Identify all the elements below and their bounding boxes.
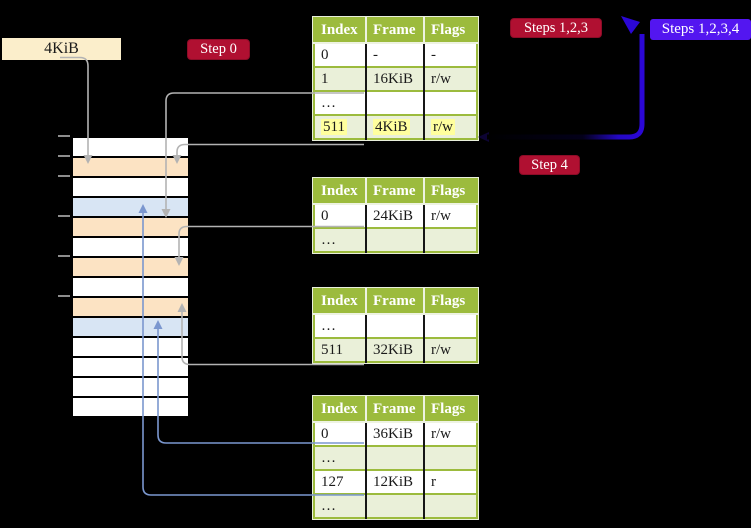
col-flags: Flags (424, 397, 477, 423)
memory-row-white (73, 358, 188, 378)
badge-steps123-label: Steps 1,2,3 (523, 19, 589, 36)
table-row-highlighted: 511 4KiB r/w (314, 114, 477, 139)
table-row: … (314, 227, 477, 252)
col-flags: Flags (424, 18, 477, 44)
table-header-row: Index Frame Flags (314, 289, 477, 315)
badge-steps1234: Steps 1,2,3,4 (650, 19, 751, 40)
frame-size-box: 4KiB (2, 38, 121, 60)
col-index: Index (314, 179, 367, 205)
table-row: … (314, 493, 477, 518)
recursive-arrow (487, 34, 645, 140)
col-frame: Frame (366, 397, 425, 423)
col-flags: Flags (424, 179, 477, 205)
table-header-row: Index Frame Flags (314, 179, 477, 205)
memory-row-white (73, 398, 188, 418)
highlighted-cell: 4KiB (373, 118, 410, 135)
arrowhead-left-icon (478, 132, 489, 142)
memory-row-orange (73, 298, 188, 318)
col-index: Index (314, 289, 367, 315)
badge-steps1234-label: Steps 1,2,3,4 (661, 21, 740, 37)
memory-row-white (73, 378, 188, 398)
memory-row-white (73, 138, 188, 158)
page-table-1: Index Frame Flags 0 - - 1 16KiB r/w … 51… (313, 17, 478, 140)
address-tick (58, 155, 70, 157)
arrowhead-up-left-icon (621, 16, 640, 34)
page-table-2: Index Frame Flags 0 24KiB r/w … (313, 178, 478, 253)
badge-step0: Step 0 (188, 40, 249, 59)
col-frame: Frame (366, 179, 425, 205)
table-row: 511 32KiB r/w (314, 337, 477, 362)
memory-map (71, 136, 190, 418)
badge-step0-label: Step 0 (200, 41, 237, 57)
col-frame: Frame (366, 289, 425, 315)
highlighted-cell: 511 (321, 118, 347, 135)
memory-row-white (73, 278, 188, 298)
col-index: Index (314, 18, 367, 44)
highlighted-cell: r/w (431, 118, 455, 135)
memory-row-blue (73, 198, 188, 218)
address-tick (58, 175, 70, 177)
memory-row-blue (73, 318, 188, 338)
col-flags: Flags (424, 289, 477, 315)
badge-step4: Step 4 (520, 156, 579, 174)
col-frame: Frame (366, 18, 425, 44)
table-row: 127 12KiB r (314, 469, 477, 494)
table-row: 0 - - (314, 42, 477, 67)
col-index: Index (314, 397, 367, 423)
memory-row-white (73, 238, 188, 258)
table-row: … (314, 90, 477, 115)
table-header-row: Index Frame Flags (314, 18, 477, 44)
table-row: … (314, 445, 477, 470)
table-row: … (314, 313, 477, 338)
table-header-row: Index Frame Flags (314, 397, 477, 423)
table-row: 0 24KiB r/w (314, 203, 477, 228)
address-tick (58, 135, 70, 137)
memory-row-orange (73, 158, 188, 178)
table-row: 0 36KiB r/w (314, 421, 477, 446)
page-table-3: Index Frame Flags … 511 32KiB r/w (313, 288, 478, 363)
memory-row-white (73, 338, 188, 358)
frame-size-label: 4KiB (44, 40, 79, 57)
badge-step4-label: Step 4 (531, 156, 568, 173)
page-table-4: Index Frame Flags 0 36KiB r/w … 127 12Ki… (313, 396, 478, 519)
address-tick (58, 255, 70, 257)
memory-row-orange (73, 258, 188, 278)
connector-t1r511-to-memory (176, 143, 364, 155)
memory-row-orange (73, 218, 188, 238)
memory-row-white (73, 178, 188, 198)
badge-steps123: Steps 1,2,3 (511, 19, 601, 37)
address-tick (58, 295, 70, 297)
address-tick (58, 215, 70, 217)
table-row: 1 16KiB r/w (314, 66, 477, 91)
